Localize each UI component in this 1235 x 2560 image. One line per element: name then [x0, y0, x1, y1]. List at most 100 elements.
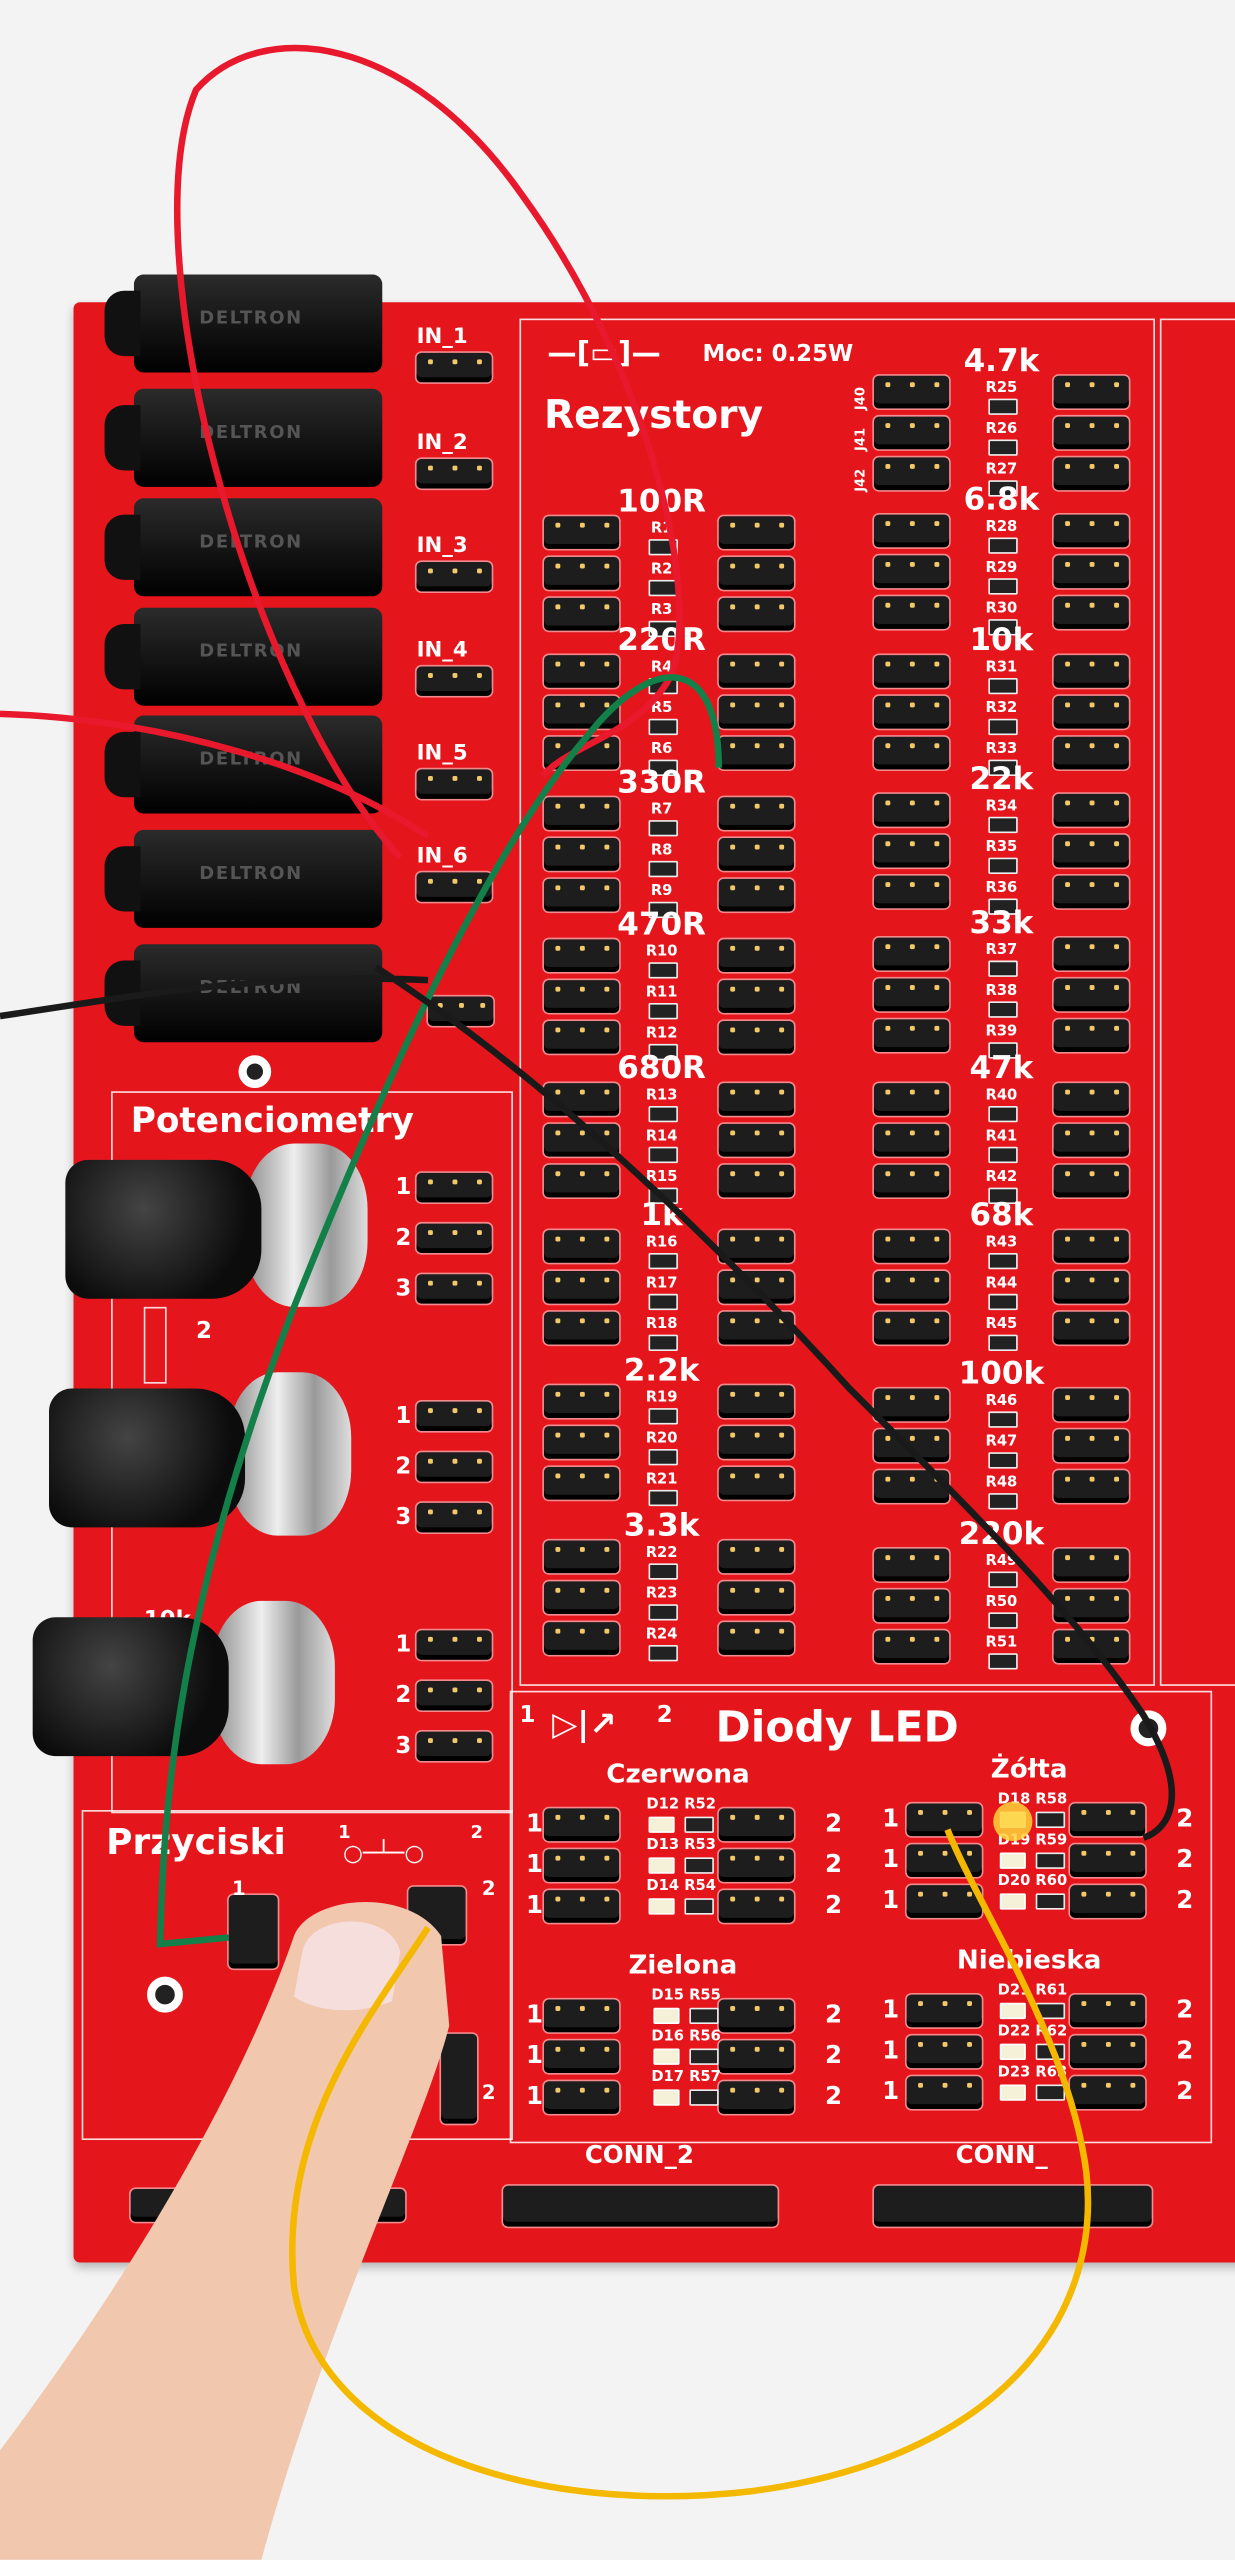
pin-header[interactable] [873, 1164, 950, 1198]
banana-jack[interactable]: DELTRON [104, 607, 383, 706]
pin-header[interactable] [416, 1172, 492, 1203]
pin-header[interactable] [1053, 1123, 1129, 1157]
pin-header[interactable] [416, 666, 492, 696]
pin-header[interactable] [416, 1223, 492, 1253]
pin-header[interactable] [906, 1885, 982, 1918]
pin-header[interactable] [543, 557, 620, 590]
pin-header[interactable] [416, 1502, 492, 1533]
pin-header[interactable] [416, 1630, 492, 1660]
pin-header[interactable] [873, 937, 950, 971]
pin-header[interactable] [873, 1019, 950, 1053]
pin-header[interactable] [543, 797, 620, 830]
pin-header[interactable] [543, 516, 620, 549]
pin-header[interactable] [718, 2081, 794, 2114]
pin-header[interactable] [1053, 655, 1129, 688]
pin-header[interactable] [543, 1581, 620, 1614]
pin-header[interactable] [543, 1164, 620, 1198]
pin-header[interactable] [1053, 793, 1129, 827]
pin-header[interactable] [718, 736, 794, 770]
pin-header[interactable] [1053, 416, 1129, 450]
pin-header[interactable] [1053, 834, 1129, 868]
pin-header[interactable] [1053, 1164, 1129, 1198]
pin-header[interactable] [718, 1540, 794, 1574]
pin-header[interactable] [718, 1385, 794, 1418]
pin-header[interactable] [873, 1388, 950, 1422]
pin-header[interactable] [718, 1123, 794, 1157]
pin-header[interactable] [1053, 1470, 1129, 1503]
pin-header[interactable] [873, 375, 950, 409]
pin-header[interactable] [718, 1622, 794, 1655]
pin-header[interactable] [718, 878, 794, 912]
pin-header[interactable] [543, 655, 620, 688]
pin-header[interactable] [543, 1808, 620, 1842]
pin-header[interactable] [543, 1270, 620, 1304]
pin-header[interactable] [873, 834, 950, 868]
pin-header[interactable] [1053, 1019, 1129, 1053]
pin-header[interactable] [873, 736, 950, 770]
pin-header[interactable] [718, 1230, 794, 1263]
pin-header[interactable] [873, 514, 950, 548]
pin-header[interactable] [1053, 1270, 1129, 1304]
pin-header[interactable] [416, 769, 492, 799]
pin-header[interactable] [873, 1311, 950, 1345]
pin-header[interactable] [873, 1630, 950, 1664]
pin-header[interactable] [873, 1429, 950, 1463]
pin-header[interactable] [1053, 937, 1129, 971]
banana-jack[interactable]: DELTRON [104, 829, 383, 928]
pin-header[interactable] [416, 459, 492, 489]
pin-header[interactable] [906, 2076, 982, 2109]
pin-header[interactable] [873, 555, 950, 589]
pin-header[interactable] [1053, 1083, 1129, 1116]
pin-header[interactable] [718, 1083, 794, 1116]
pin-header[interactable] [873, 978, 950, 1012]
pin-header[interactable] [1053, 1230, 1129, 1263]
pin-header[interactable] [543, 1230, 620, 1263]
pin-header[interactable] [416, 1401, 492, 1432]
pin-header[interactable] [543, 1123, 620, 1157]
pin-header[interactable] [873, 793, 950, 827]
pin-header[interactable] [1053, 1388, 1129, 1422]
pin-header[interactable] [1053, 978, 1129, 1012]
pin-header[interactable] [718, 797, 794, 830]
pin-header[interactable] [416, 1452, 492, 1482]
pin-header[interactable] [718, 1849, 794, 1882]
pin-header[interactable] [543, 1890, 620, 1923]
pin-header[interactable] [543, 1021, 620, 1054]
pin-header[interactable] [1053, 596, 1129, 629]
potentiometer-body[interactable] [212, 1600, 335, 1765]
pin-header[interactable] [543, 2081, 620, 2114]
pushbutton-header[interactable] [228, 1894, 278, 1969]
connector-header[interactable] [503, 2185, 778, 2227]
pin-header[interactable] [1053, 375, 1129, 409]
banana-jack[interactable]: DELTRON [104, 944, 383, 1043]
pin-header[interactable] [416, 352, 492, 383]
pin-header[interactable] [1053, 555, 1129, 589]
potentiometer-body[interactable] [228, 1372, 352, 1536]
pin-header[interactable] [718, 1581, 794, 1614]
pin-header[interactable] [543, 1540, 620, 1574]
pin-header[interactable] [543, 2040, 620, 2074]
pin-header[interactable] [718, 980, 794, 1013]
pin-header[interactable] [543, 1999, 620, 2033]
pin-header[interactable] [416, 1680, 492, 1711]
pin-header[interactable] [1070, 1994, 1146, 2028]
pushbutton-header[interactable] [441, 2033, 478, 2124]
pin-header[interactable] [416, 1731, 492, 1762]
pin-header[interactable] [543, 1466, 620, 1500]
pin-header[interactable] [1070, 1885, 1146, 1918]
pin-header[interactable] [906, 1803, 982, 1837]
pin-header[interactable] [718, 1426, 794, 1459]
potentiometer-knob[interactable] [65, 1159, 262, 1299]
pin-header[interactable] [718, 838, 794, 871]
pin-header[interactable] [718, 695, 794, 729]
pin-header[interactable] [543, 597, 620, 631]
pin-header[interactable] [543, 980, 620, 1013]
pin-header[interactable] [873, 1083, 950, 1116]
pin-header[interactable] [906, 1994, 982, 2028]
banana-jack[interactable]: DELTRON [104, 274, 383, 373]
pin-header[interactable] [543, 1426, 620, 1459]
pin-header[interactable] [873, 416, 950, 450]
pin-header[interactable] [1053, 736, 1129, 770]
potentiometer-knob[interactable] [49, 1388, 246, 1528]
pin-header[interactable] [718, 1999, 794, 2033]
